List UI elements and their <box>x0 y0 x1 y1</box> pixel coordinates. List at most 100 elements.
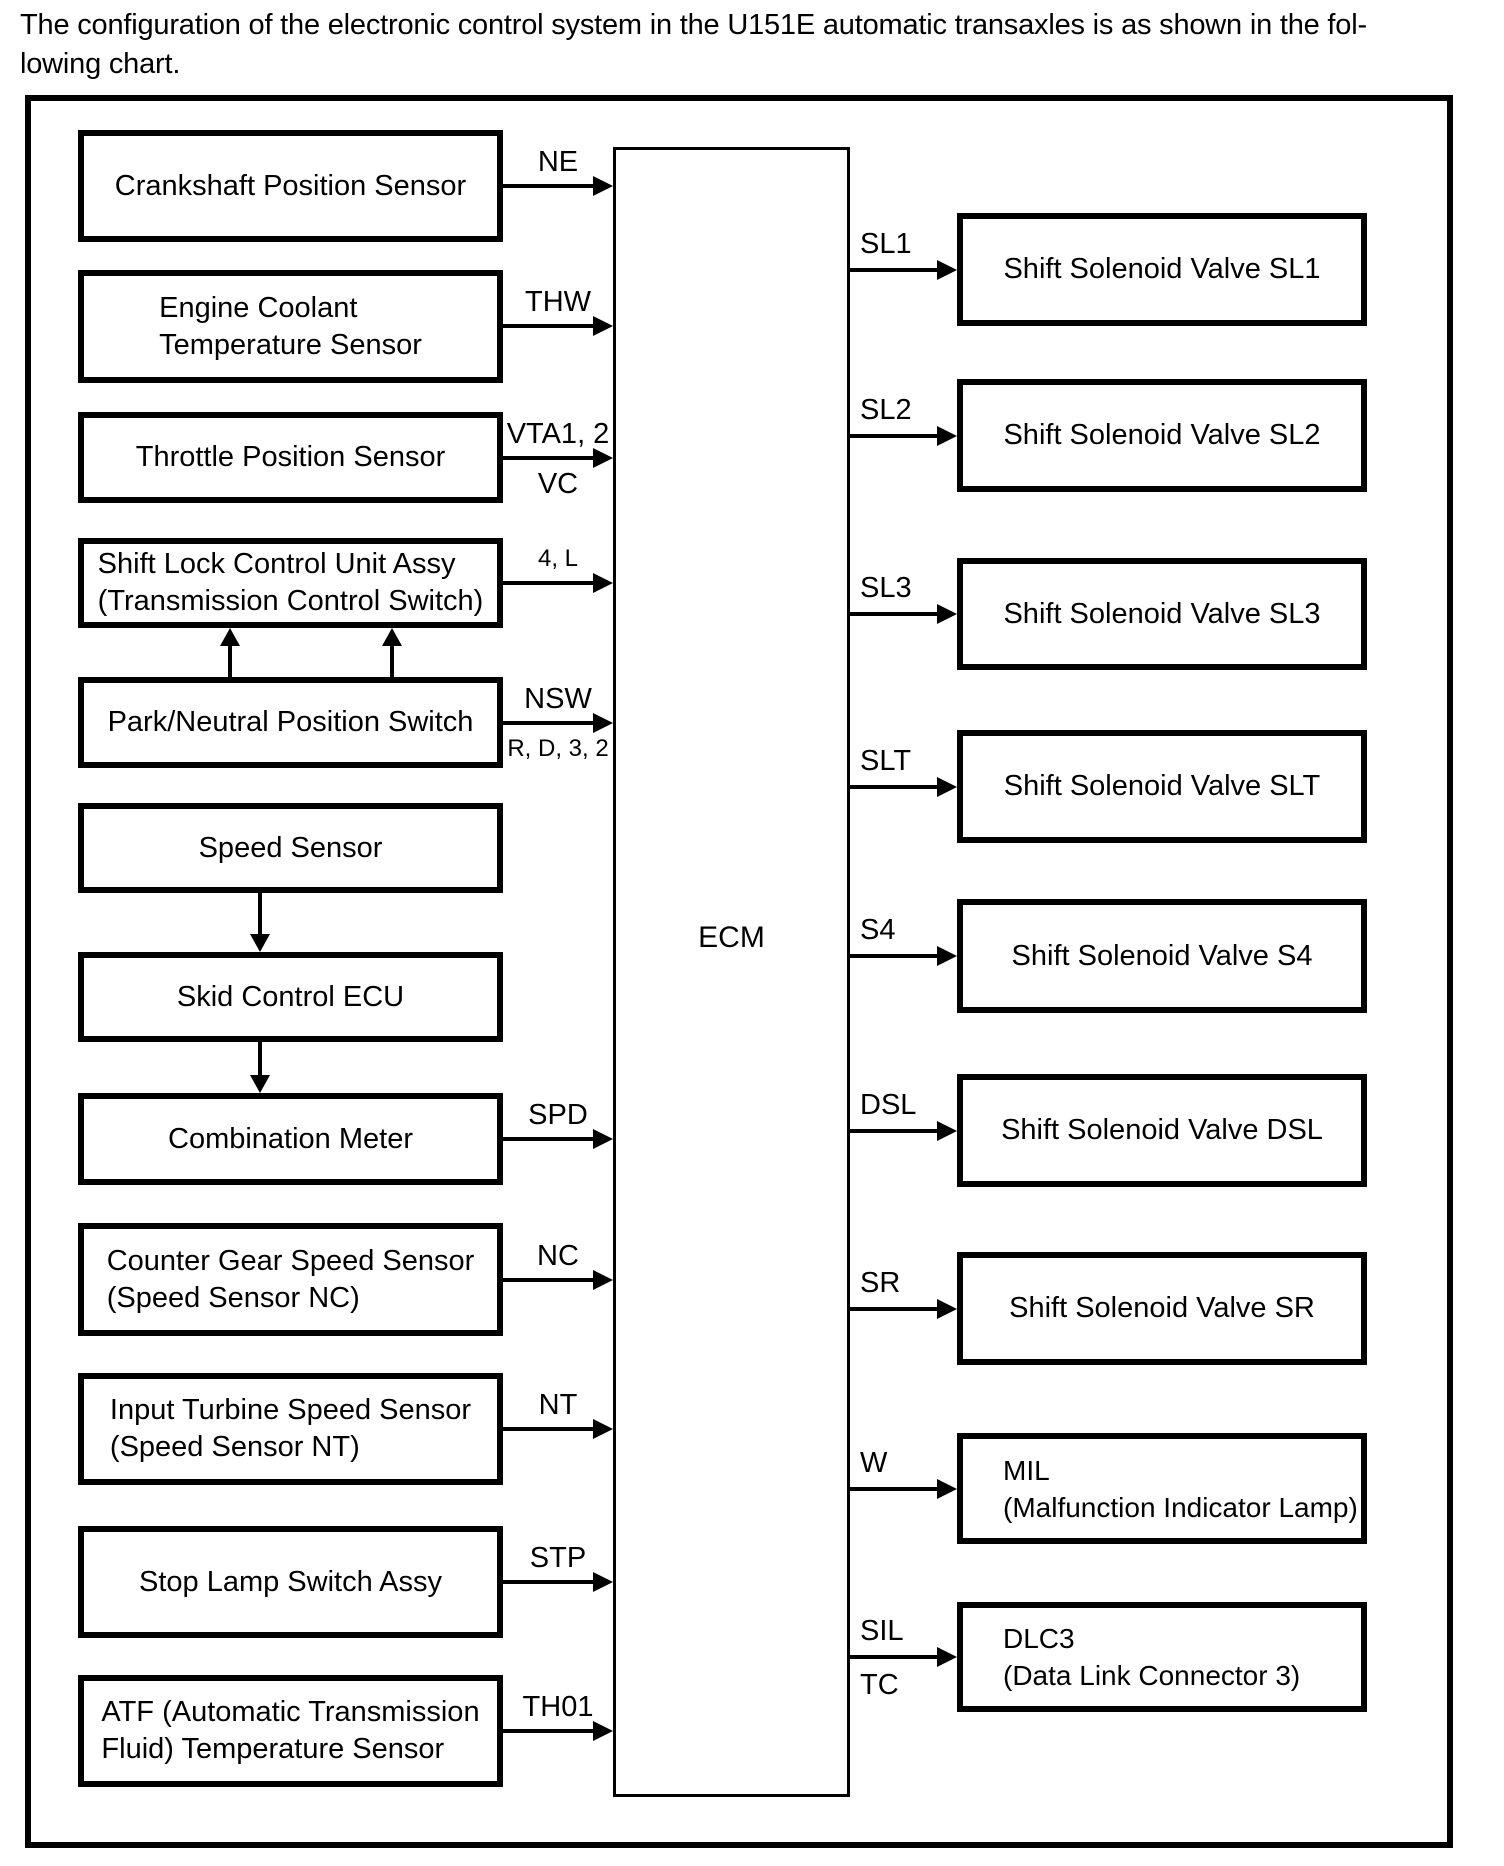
box-speed-sensor: Speed Sensor <box>78 803 503 893</box>
arrow-park-to-shiftlock-right <box>390 646 394 677</box>
ecm-box <box>613 147 850 1797</box>
arrow-s4 <box>850 954 939 958</box>
arrow-sil <box>850 1655 939 1659</box>
arrow-sl1-head <box>937 260 957 280</box>
arrow-vta-head <box>593 448 613 468</box>
signal-label-stp: STP <box>529 1542 587 1574</box>
arrow-nsw <box>503 721 595 725</box>
signal-label-nsw: NSW <box>524 683 592 715</box>
arrow-stp <box>503 1580 595 1584</box>
arrow-ne <box>503 184 595 188</box>
page-title-line2: lowing chart. <box>20 48 181 80</box>
arrow-nsw-head <box>593 713 613 733</box>
signal-label-sr: SR <box>860 1267 901 1299</box>
signal-label-spd: SPD <box>528 1099 588 1131</box>
page-title: The configuration of the electronic cont… <box>20 6 1498 84</box>
signal-label-sil: SIL <box>860 1615 904 1647</box>
box-label: Speed Sensor <box>198 831 383 864</box>
box-label: DLC3(Data Link Connector 3) <box>1003 1623 1301 1691</box>
box-shift-solenoid-valve-dsl: Shift Solenoid Valve DSL <box>957 1074 1367 1187</box>
signal-label-w: W <box>860 1447 888 1479</box>
box-label: Stop Lamp Switch Assy <box>138 1565 443 1598</box>
arrow-thw <box>503 324 595 328</box>
box-dlc3: DLC3(Data Link Connector 3) <box>957 1602 1367 1712</box>
box-park-neutral-position-switch: Park/Neutral Position Switch <box>78 677 503 768</box>
box-label: Skid Control ECU <box>176 980 405 1013</box>
box-label: Shift Solenoid Valve S4 <box>1011 939 1313 972</box>
arrow-sil-head <box>937 1647 957 1667</box>
arrow-ne-head <box>593 176 613 196</box>
box-label: Park/Neutral Position Switch <box>107 706 474 738</box>
box-label: Counter Gear Speed Sensor(Speed Sensor N… <box>106 1244 475 1314</box>
ecm-label: ECM <box>698 921 765 954</box>
box-label: Shift Solenoid Valve SLT <box>1003 770 1321 802</box>
box-skid-control-ecu: Skid Control ECU <box>78 952 503 1042</box>
box-input-turbine-speed-sensor: Input Turbine Speed Sensor(Speed Sensor … <box>78 1373 503 1485</box>
arrow-vta <box>503 456 595 460</box>
page-title-line1: The configuration of the electronic cont… <box>20 9 1367 41</box>
box-label: Shift Solenoid Valve SL3 <box>1003 597 1321 630</box>
signal-label-dsl: DSL <box>860 1089 917 1121</box>
arrow-nt <box>503 1427 595 1431</box>
box-shift-solenoid-valve-sr: Shift Solenoid Valve SR <box>957 1252 1367 1365</box>
box-crankshaft-position-sensor: Crankshaft Position Sensor <box>78 130 503 242</box>
arrow-sl1 <box>850 268 939 272</box>
arrow-skid-to-meter-head <box>250 1075 270 1093</box>
arrow-speed-to-skid <box>258 893 262 934</box>
signal-label-rd32: R, D, 3, 2 <box>507 735 609 762</box>
arrow-sl2 <box>850 434 939 438</box>
arrow-stp-head <box>593 1572 613 1592</box>
arrow-skid-to-meter <box>258 1042 262 1075</box>
arrow-slt <box>850 785 939 789</box>
box-shift-solenoid-valve-sl2: Shift Solenoid Valve SL2 <box>957 379 1367 492</box>
box-label: Shift Solenoid Valve SL1 <box>1003 253 1321 285</box>
box-label: Throttle Position Sensor <box>135 441 446 473</box>
arrow-nc-head <box>593 1270 613 1290</box>
arrow-4l <box>503 581 595 585</box>
arrow-sr-head <box>937 1299 957 1319</box>
signal-label-sl1: SL1 <box>860 228 912 260</box>
box-throttle-position-sensor: Throttle Position Sensor <box>78 412 503 503</box>
box-label: Shift Solenoid Valve DSL <box>1001 1114 1323 1146</box>
box-label: Input Turbine Speed Sensor(Speed Sensor … <box>109 1394 472 1463</box>
box-shift-solenoid-valve-sl3: Shift Solenoid Valve SL3 <box>957 558 1367 670</box>
arrow-4l-head <box>593 573 613 593</box>
arrow-speed-to-skid-head <box>250 934 270 952</box>
arrow-sr <box>850 1307 939 1311</box>
signal-label-sl3: SL3 <box>860 572 912 604</box>
arrow-th01 <box>503 1729 595 1733</box>
arrow-park-to-shiftlock-left <box>228 646 232 677</box>
signal-label-nc: NC <box>537 1240 579 1272</box>
arrow-sl2-head <box>937 426 957 446</box>
box-label: Shift Solenoid Valve SR <box>1009 1292 1315 1324</box>
signal-label-thw: THW <box>524 286 592 318</box>
arrow-sl3-head <box>937 604 957 624</box>
signal-label-tc: TC <box>860 1669 899 1701</box>
arrow-sl3 <box>850 612 939 616</box>
signal-label-sl2: SL2 <box>860 394 912 426</box>
box-shift-solenoid-valve-slt: Shift Solenoid Valve SLT <box>957 730 1367 843</box>
arrow-park-to-shiftlock-right-head <box>382 628 402 646</box>
signal-label-slt: SLT <box>860 745 912 777</box>
arrow-nc <box>503 1278 595 1282</box>
arrow-thw-head <box>593 316 613 336</box>
arrow-nt-head <box>593 1419 613 1439</box>
signal-label-th01: TH01 <box>522 1691 594 1723</box>
box-stop-lamp-switch: Stop Lamp Switch Assy <box>78 1526 503 1638</box>
box-label: Crankshaft Position Sensor <box>114 169 467 202</box>
arrow-th01-head <box>593 1721 613 1741</box>
arrow-dsl <box>850 1129 939 1133</box>
signal-label-vc: VC <box>537 468 579 500</box>
arrow-park-to-shiftlock-left-head <box>220 628 240 646</box>
box-label: Shift Lock Control Unit Assy(Transmissio… <box>97 548 484 617</box>
signal-label-vta: VTA1, 2 <box>506 418 610 450</box>
box-label: MIL(Malfunction Indicator Lamp) <box>1003 1454 1358 1523</box>
signal-label-s4: S4 <box>860 914 896 946</box>
arrow-s4-head <box>937 946 957 966</box>
signal-label-nt: NT <box>538 1389 578 1421</box>
box-label: Combination Meter <box>168 1122 413 1155</box>
